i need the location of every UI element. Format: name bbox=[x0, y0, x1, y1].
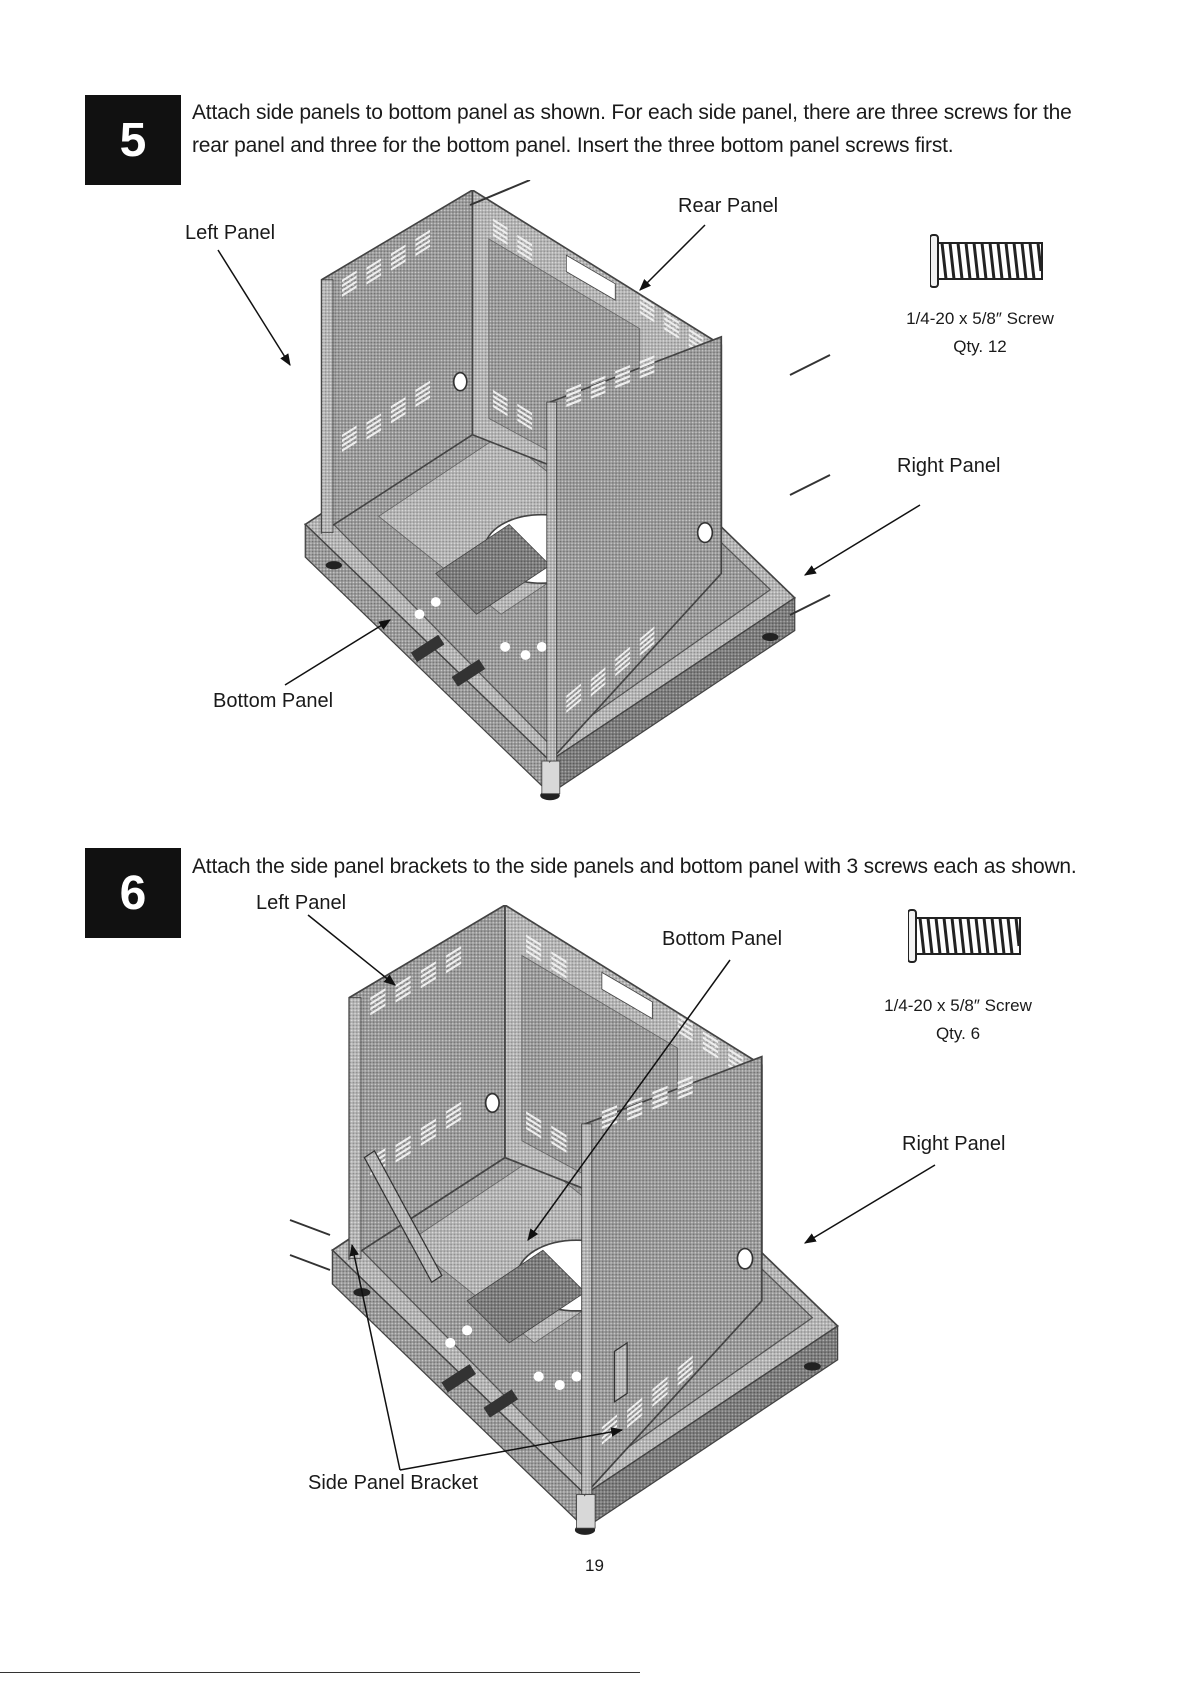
step-6-screws-indicator bbox=[289, 1219, 331, 1271]
step-6-side-panel-bracket-label: Side Panel Bracket bbox=[308, 1472, 479, 1494]
step-6-number: 6 bbox=[119, 866, 147, 920]
step-6-cabinet-illustration bbox=[300, 905, 870, 1545]
step-5-screw-qty: Qty. 12 bbox=[953, 337, 1007, 356]
page-number: 19 bbox=[585, 1556, 604, 1575]
step-5-rear-panel-label: Rear Panel bbox=[678, 195, 779, 217]
step-5-screws-indicator bbox=[469, 180, 831, 616]
step-5-left-panel-label: Left Panel bbox=[185, 222, 276, 244]
step-6-screw-icon bbox=[908, 908, 1022, 964]
step-5-screw-size: 1/4-20 x 5/8″ Screw bbox=[906, 309, 1054, 328]
step-6-bottom-panel-label: Bottom Panel bbox=[662, 928, 783, 950]
footer-rule bbox=[0, 1672, 640, 1673]
step-6-screw-size: 1/4-20 x 5/8″ Screw bbox=[884, 996, 1032, 1015]
step-5-instruction: Attach side panels to bottom panel as sh… bbox=[192, 101, 1072, 157]
step-6-screw-spec: 1/4-20 x 5/8″ Screw Qty. 6 bbox=[848, 992, 1068, 1048]
step-6-right-panel-label: Right Panel bbox=[902, 1133, 1006, 1155]
step-5-right-panel-label: Right Panel bbox=[897, 455, 1001, 477]
step-5-badge: 5 bbox=[85, 95, 181, 185]
step-6-badge: 6 bbox=[85, 848, 181, 938]
step-6-leaders bbox=[307, 914, 936, 1471]
step-5-bottom-panel-label: Bottom Panel bbox=[213, 690, 334, 712]
step-6-instruction: Attach the side panel brackets to the si… bbox=[192, 855, 1077, 878]
step-6-screw-qty: Qty. 6 bbox=[935, 1024, 981, 1043]
step-5-number: 5 bbox=[119, 113, 147, 167]
step-5-leaders bbox=[217, 224, 921, 686]
step-6-left-panel-label: Left Panel bbox=[256, 892, 347, 914]
step-5-screw-spec: 1/4-20 x 5/8″ Screw Qty. 12 bbox=[870, 305, 1090, 361]
